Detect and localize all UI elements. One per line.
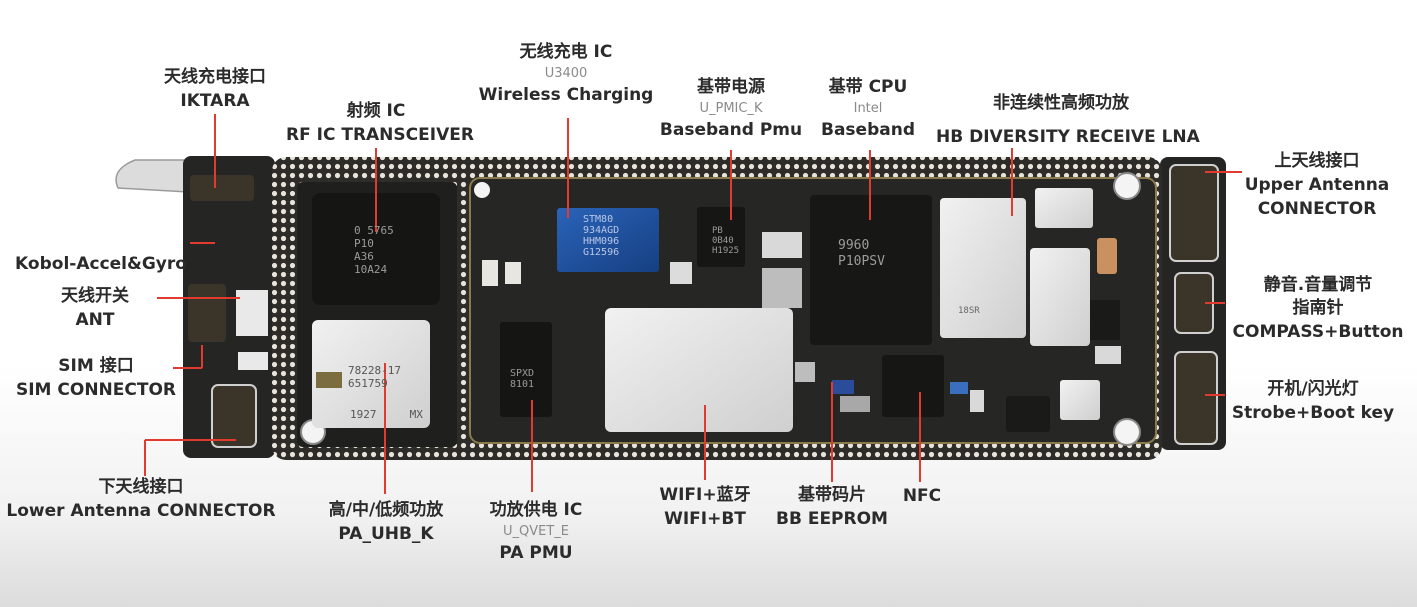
label-lower-antenna: 下天线接口 Lower Antenna CONNECTOR (6, 477, 276, 521)
label-upper-antenna: 上天线接口 Upper Antenna CONNECTOR (1244, 151, 1390, 219)
label-baseband-pmu: 基带电源 U_PMIC_K Baseband Pmu (659, 77, 803, 140)
pa-chip-marking-2: 1927 MX (350, 408, 423, 421)
label-pa-uhb: 高/中/低频功放 PA_UHB_K (328, 500, 444, 544)
iktara-connector (190, 175, 254, 201)
left-flex-board (183, 156, 275, 458)
label-nfc: NFC (902, 486, 942, 506)
upper-antenna-connector (1169, 164, 1219, 262)
lna-shield (940, 198, 1026, 338)
baseband-pmu-chip (697, 207, 745, 267)
label-ant: 天线开关 ANT (61, 286, 129, 330)
label-pa-pmu: 功放供电 IC U_QVET_E PA PMU (489, 500, 583, 563)
label-kobol: Kobol-Accel&Gyro (15, 254, 187, 274)
label-rf-ic: 射频 IC RF IC TRANSCEIVER (286, 101, 474, 145)
strobe-connector (1174, 351, 1218, 445)
pa-uhb-shield (312, 320, 430, 428)
label-hb-lna: 非连续性高频功放 HB DIVERSITY RECEIVE LNA (936, 93, 1200, 147)
antenna-clip (115, 159, 189, 193)
label-bb-eeprom: 基带码片 BB EEPROM (776, 485, 888, 529)
bb-eeprom-chip (832, 380, 854, 394)
ant-switch-connector (188, 284, 226, 342)
label-compass-button: 静音.音量调节 指南针 COMPASS+Button (1232, 275, 1404, 342)
label-baseband-cpu: 基带 CPU Intel Baseband (821, 77, 915, 140)
label-wifi-bt: WIFI+蓝牙 WIFI+BT (659, 485, 751, 529)
lna-marking: 18SR (958, 306, 980, 316)
leader-lines (144, 114, 1242, 494)
lower-antenna-connector (211, 384, 257, 448)
wireless-charging-chip (557, 208, 659, 272)
label-strobe-boot: 开机/闪光灯 Strobe+Boot key (1231, 379, 1395, 423)
nfc-chip (882, 355, 944, 417)
label-wireless-charging: 无线充电 IC U3400 Wireless Charging (478, 42, 654, 105)
label-sim: SIM 接口 SIM CONNECTOR (15, 356, 176, 400)
rf-transceiver-chip (312, 193, 440, 305)
baseband-cpu-chip (810, 195, 932, 345)
label-iktara: 天线充电接口 IKTARA (164, 67, 266, 111)
wifi-bt-shield (605, 308, 793, 432)
pa-pmu-chip (500, 322, 552, 417)
